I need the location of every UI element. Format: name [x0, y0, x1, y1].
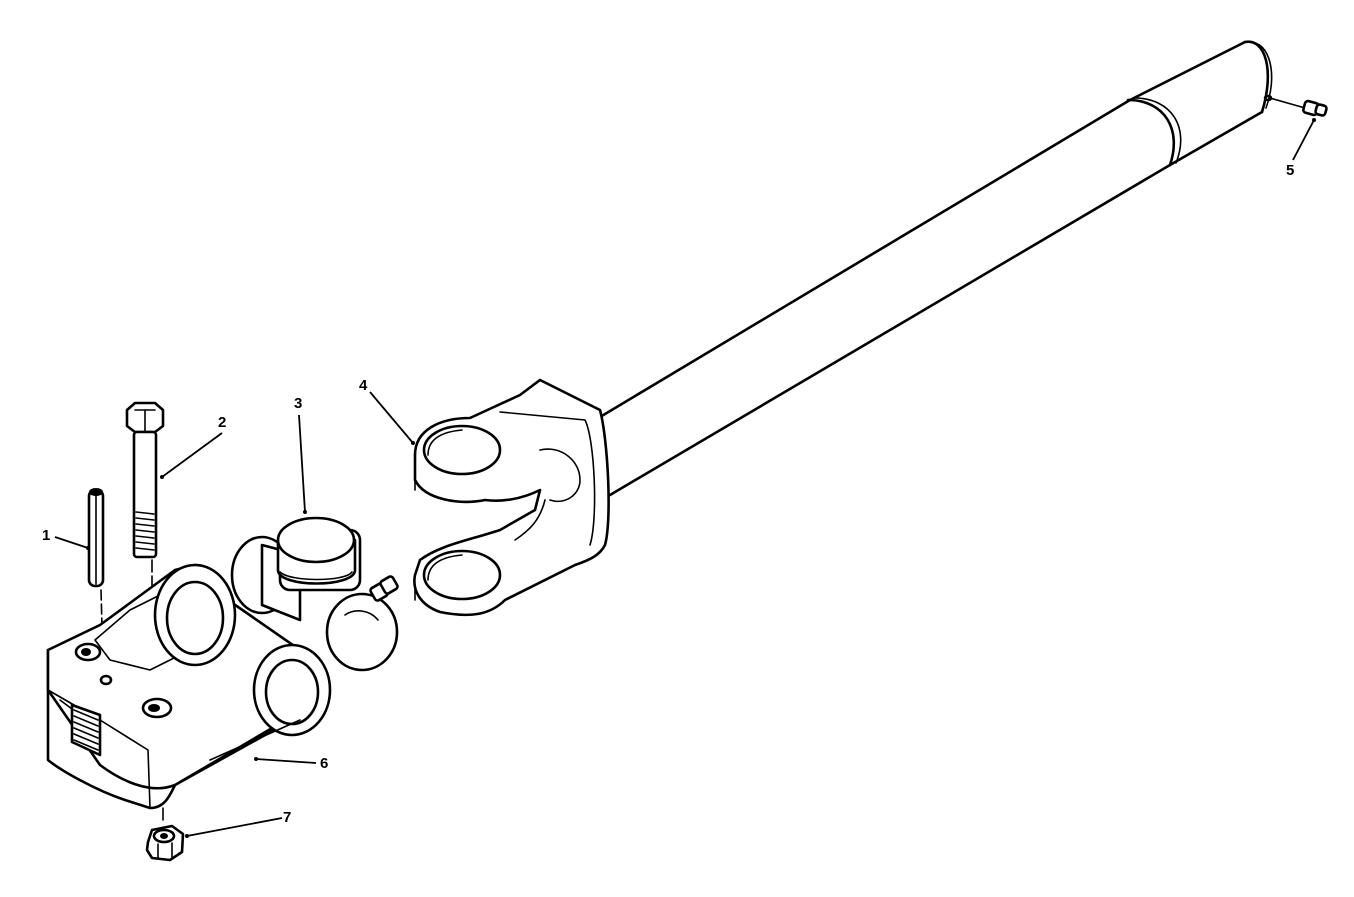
bolt-threads [135, 511, 155, 551]
callout-7: 7 [283, 809, 292, 826]
callout-2: 2 [218, 414, 227, 431]
leader-lines [54, 118, 1316, 838]
callout-4: 4 [359, 377, 368, 394]
lube-fitting [1263, 94, 1328, 117]
shaft-tube [593, 40, 1273, 497]
universal-joint-cross [230, 516, 399, 672]
callout-5: 5 [1286, 162, 1295, 179]
spline-teeth [70, 703, 102, 757]
shaft-yoke [413, 378, 610, 617]
nut [145, 824, 185, 862]
callout-1: 1 [42, 527, 51, 544]
callout-6: 6 [320, 755, 329, 772]
splined-yoke [46, 563, 332, 821]
callout-3: 3 [294, 395, 303, 412]
